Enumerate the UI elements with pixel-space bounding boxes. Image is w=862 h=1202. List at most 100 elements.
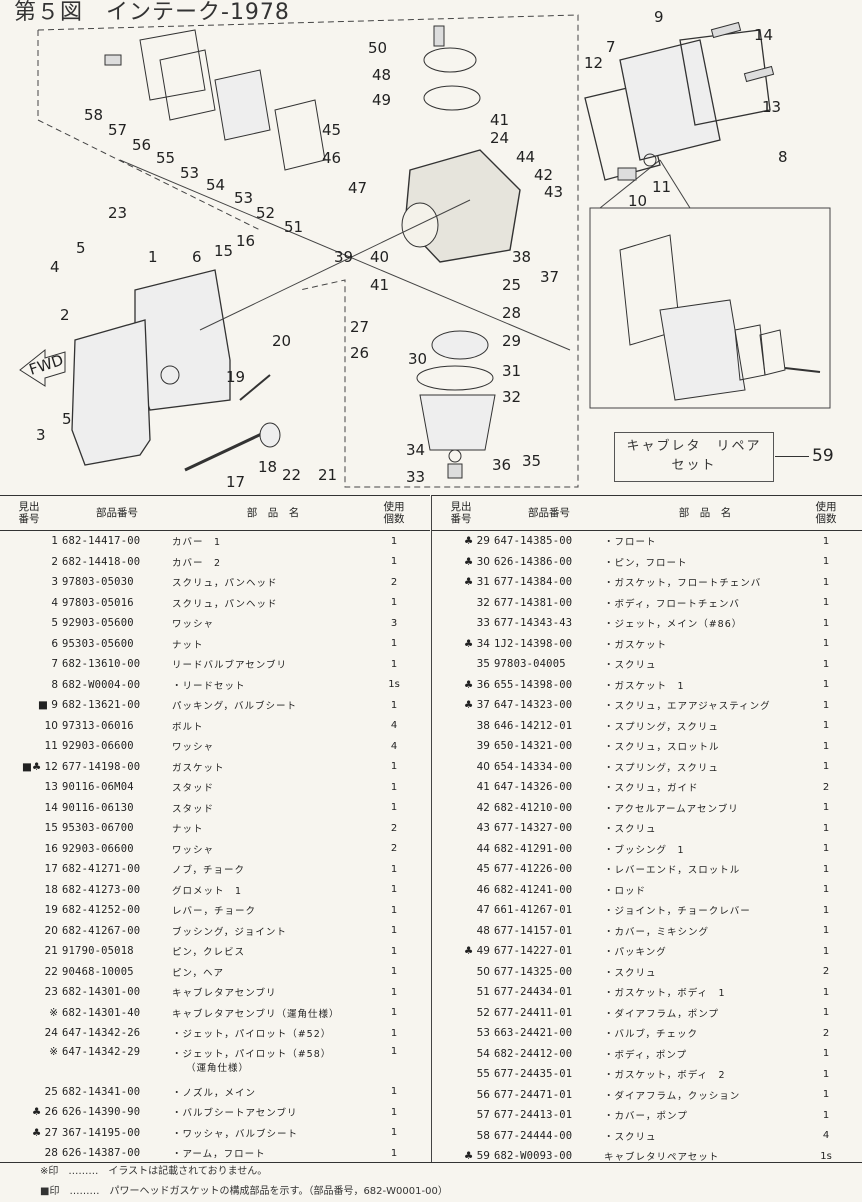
choke-lever-19 [239, 374, 271, 401]
part-ref-number: ♣ 26 [31, 1106, 58, 1119]
part-ref-number: ♣ 34 [463, 637, 490, 650]
part-quantity: 1 [390, 986, 398, 998]
part-quantity: 1 [390, 761, 398, 773]
part-ref-number: 4 [51, 596, 58, 609]
header-part-number: 部品番号 [528, 507, 570, 519]
repair-set-number: 59 [812, 446, 834, 466]
pump-cover-57 [139, 29, 206, 101]
part-number: 677-14198-00 [62, 760, 141, 773]
part-ref-number: ♣ 59 [463, 1150, 490, 1163]
part-number: 650-14321-00 [494, 740, 573, 753]
main-jet-33 [447, 463, 463, 479]
table-row: ※647-14342-29・ジェット，パイロット（#58）（運角仕様）1 [0, 1044, 430, 1082]
header-part-number: 部品番号 [96, 507, 138, 519]
part-ref-number: 23 [44, 986, 58, 999]
part-name: スタッド [172, 783, 215, 795]
part-name: ・スクリュ [604, 824, 657, 836]
gasket-31 [416, 365, 494, 391]
part-number: 661-41267-01 [494, 904, 573, 917]
part-ref-number: 18 [44, 883, 58, 896]
callout-2: 2 [60, 306, 70, 324]
figure-title: 第５図 インテーク-1978 [14, 0, 290, 25]
part-number: 654-14334-00 [494, 760, 573, 773]
part-name: ナット [172, 639, 204, 651]
part-name: カバー 1 [172, 537, 222, 549]
part-number: 97803-05016 [62, 596, 134, 609]
header-name: 部 品 名 [246, 507, 300, 519]
part-ref-number: ■ 9 [38, 699, 58, 712]
part-number: 677-24444-00 [494, 1129, 573, 1142]
part-number: 677-24471-01 [494, 1088, 573, 1101]
fwd-arrow [19, 348, 66, 387]
grommet-18 [259, 422, 281, 448]
header-name: 部 品 名 [678, 507, 732, 519]
cover-2 [71, 319, 151, 466]
part-name: ・スクリュ [604, 1131, 657, 1143]
table-header-left: 見出番号 部品番号 部 品 名 使用個数 [0, 495, 430, 531]
part-ref-number: 42 [476, 801, 490, 814]
header-no: 見出番号 [18, 501, 40, 525]
part-ref-number: 40 [476, 760, 490, 773]
part-ref-number: 54 [476, 1047, 490, 1060]
part-quantity: 1 [390, 699, 398, 711]
part-name: ・ガスケット 1 [604, 680, 685, 692]
part-name: ・ノズル，メイン [172, 1087, 257, 1099]
part-quantity: 4 [390, 720, 398, 732]
reed-valve-assembly [619, 39, 721, 161]
part-number: 682-14341-00 [62, 1085, 141, 1098]
header-qty: 使用個数 [383, 501, 405, 525]
part-name: ・バルブ，チェック [604, 1029, 699, 1041]
part-number: 367-14195-00 [62, 1126, 141, 1139]
part-quantity: 1 [390, 1147, 398, 1159]
detail-reed-stopper [759, 329, 786, 376]
part-name: ・レバーエンド，スロットル [604, 865, 741, 877]
callout-38: 38 [512, 248, 531, 266]
washer-11 [643, 153, 657, 167]
callout-28: 28 [502, 304, 521, 322]
part-ref-number: 53 [476, 1027, 490, 1040]
part-quantity: 1 [822, 617, 830, 629]
callout-20: 20 [272, 332, 291, 350]
part-number: 677-24435-01 [494, 1068, 573, 1081]
callout-11: 11 [652, 178, 671, 196]
callout-45: 45 [322, 121, 341, 139]
part-ref-number: 15 [44, 822, 58, 835]
part-name: ・スクリュ，ガイド [604, 783, 699, 795]
callout-48: 48 [372, 66, 391, 84]
part-quantity: 1s [820, 1150, 832, 1162]
callout-16: 16 [236, 232, 255, 250]
gasket-12 [584, 84, 661, 181]
part-number: 647-14385-00 [494, 535, 573, 548]
part-ref-number: 38 [476, 719, 490, 732]
part-number: 682-14301-40 [62, 1006, 141, 1019]
fwd-label: FWD [27, 351, 66, 379]
callout-22: 22 [282, 466, 301, 484]
part-name: カバー 2 [172, 557, 222, 569]
callout-42: 42 [534, 166, 553, 184]
part-ref-number: ♣ 36 [463, 678, 490, 691]
part-number: 682-14301-00 [62, 986, 141, 999]
part-name: ・カバー，ミキシング [604, 926, 710, 938]
part-quantity: 1 [390, 966, 398, 978]
part-number: 97803-05030 [62, 576, 134, 589]
part-ref-number: 6 [51, 637, 58, 650]
